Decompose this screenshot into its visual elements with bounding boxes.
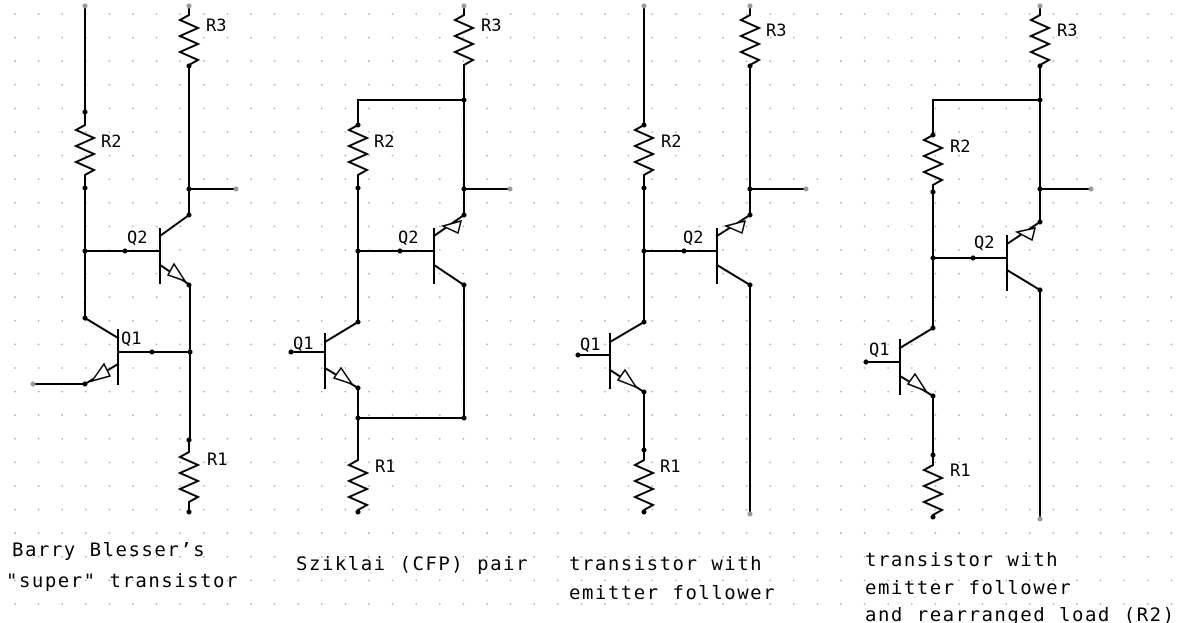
label-r3: R3: [481, 16, 501, 36]
circuit-rearranged-load: R3 R2 Q2 Q1 R1 transistor with emitter f…: [863, 3, 1176, 623]
label-q1: Q1: [121, 329, 141, 349]
label-r3: R3: [1057, 21, 1077, 41]
circuit-emitter-follower: R3 R2 Q2 Q1 R1 transistor with emitter f…: [569, 3, 809, 604]
circuit-super-transistor: R3 R2 Q2 Q1 R1 Barry Blesser’s "super" t…: [6, 3, 239, 592]
label-q1: Q1: [869, 340, 889, 360]
resistor-r1: [346, 455, 370, 512]
resistor-r2: [921, 125, 945, 192]
resistor-r1: [632, 450, 656, 512]
caption-line-1: Sziklai (CFP) pair: [296, 553, 529, 575]
q1-emitter-arrow: [906, 372, 928, 393]
label-r2: R2: [101, 132, 121, 152]
resistor-r3: [177, 8, 201, 70]
caption-line-1: transistor with: [865, 549, 1059, 571]
q2-emitter-arrow: [723, 219, 747, 235]
label-q1: Q1: [293, 334, 313, 354]
resistor-r1: [177, 440, 201, 512]
resistor-r2: [346, 112, 370, 188]
label-q2: Q2: [398, 228, 418, 248]
resistor-r1: [921, 455, 945, 517]
caption-line-2: emitter follower: [865, 577, 1072, 599]
label-r2: R2: [950, 137, 970, 157]
resistor-r3: [738, 8, 762, 70]
label-r1: R1: [375, 457, 395, 477]
caption-line-3: and rearranged load (R2): [865, 604, 1176, 623]
label-r1: R1: [950, 461, 970, 481]
label-r3: R3: [766, 21, 786, 41]
q2-emitter-arrow: [440, 219, 463, 235]
q1-emitter-arrow: [90, 362, 112, 383]
label-r2: R2: [374, 132, 394, 152]
q2-emitter-arrow: [166, 262, 187, 283]
caption-line-1: Barry Blesser’s: [12, 539, 206, 561]
resistor-r2: [73, 112, 97, 188]
q2-emitter-arrow: [1014, 227, 1037, 242]
q1-emitter-arrow: [332, 366, 354, 386]
background-grid: [14, 13, 1173, 605]
label-q2: Q2: [127, 228, 147, 248]
caption-line-1: transistor with: [569, 553, 763, 575]
label-r1: R1: [207, 450, 227, 470]
label-q1: Q1: [580, 335, 600, 355]
resistor-r2: [632, 112, 656, 188]
label-r1: R1: [660, 457, 680, 477]
caption-line-2: emitter follower: [569, 582, 776, 604]
q1-emitter-arrow: [616, 368, 638, 389]
label-q2: Q2: [974, 233, 994, 253]
label-q2: Q2: [683, 228, 703, 248]
label-r2: R2: [661, 132, 681, 152]
resistor-r3: [452, 8, 476, 70]
circuit-sziklai-pair: R3 R2 Q2 Q1 R1 Sziklai (CFP) pair: [288, 3, 529, 575]
resistor-r3: [1028, 8, 1052, 70]
caption-line-2: "super" transistor: [6, 570, 239, 592]
label-r3: R3: [206, 16, 226, 36]
